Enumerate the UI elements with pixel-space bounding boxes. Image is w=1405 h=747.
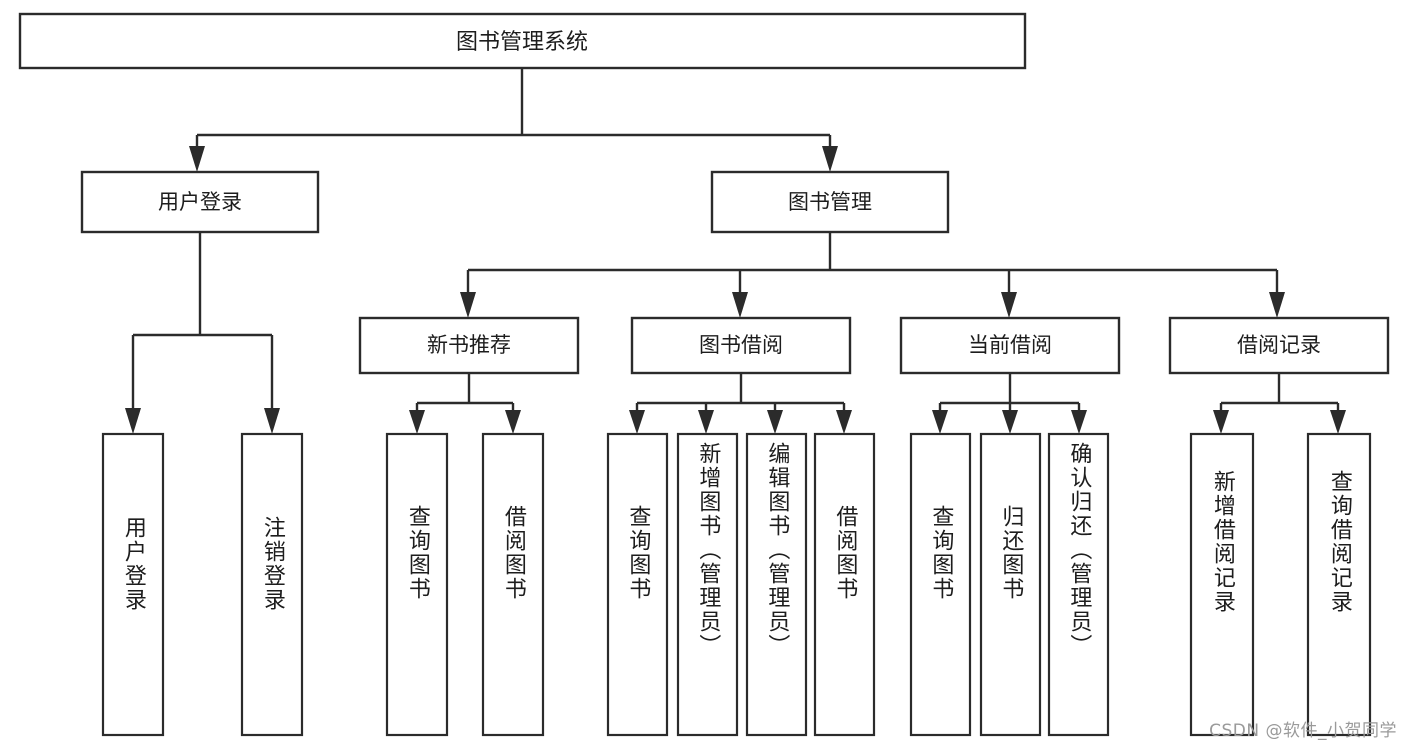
leaf-box-borrow-borrow[interactable]	[813, 432, 876, 737]
arrow-newbook-leaf-1	[409, 410, 425, 434]
leaf-box-borrow-query[interactable]	[606, 432, 669, 737]
arrow-bookborrow-leaf-1	[629, 410, 645, 434]
arrow-book-to-record	[1269, 292, 1285, 318]
arrow-borrowrecord-leaf-1	[1213, 410, 1229, 434]
leaf-box-current-return[interactable]	[979, 432, 1042, 737]
arrow-borrowrecord-leaf-2	[1330, 410, 1346, 434]
node-root-label: 图书管理系统	[456, 30, 588, 55]
node-root-box[interactable]	[18, 12, 1027, 70]
arrow-currentborrow-leaf-2	[1002, 410, 1018, 434]
leaf-box-user-logout[interactable]	[240, 432, 304, 737]
node-book-manage-box[interactable]	[710, 170, 950, 234]
node-book-manage-label: 图书管理	[788, 190, 872, 214]
arrow-root-to-book	[822, 146, 838, 172]
arrow-currentborrow-leaf-3	[1071, 410, 1087, 434]
arrow-user-leaf-2	[264, 408, 280, 434]
leaf-box-record-query[interactable]	[1306, 432, 1372, 737]
arrow-bookborrow-leaf-2	[698, 410, 714, 434]
arrow-book-to-current	[1001, 292, 1017, 318]
arrow-bookborrow-leaf-4	[836, 410, 852, 434]
leaf-box-newbook-borrow[interactable]	[481, 432, 545, 737]
arrow-root-to-user	[189, 146, 205, 172]
arrow-user-leaf-1	[125, 408, 141, 434]
leaf-box-newbook-query[interactable]	[385, 432, 449, 737]
node-book-borrow-label: 图书借阅	[699, 333, 783, 357]
arrow-book-to-borrow	[732, 292, 748, 318]
arrow-bookborrow-leaf-3	[767, 410, 783, 434]
watermark-text: CSDN @软件_小贺同学	[1209, 721, 1397, 741]
node-new-book-label: 新书推荐	[427, 333, 511, 357]
leaf-box-borrow-add[interactable]	[676, 432, 739, 737]
leaf-box-current-query[interactable]	[909, 432, 972, 737]
node-current-borrow-label: 当前借阅	[968, 333, 1052, 357]
arrow-newbook-leaf-2	[505, 410, 521, 434]
arrow-book-to-newbook	[460, 292, 476, 318]
leaf-box-borrow-edit[interactable]	[745, 432, 808, 737]
node-book-borrow-box[interactable]	[630, 316, 852, 375]
leaf-box-user-login[interactable]	[101, 432, 165, 737]
node-new-book-box[interactable]	[358, 316, 580, 375]
node-borrow-record-label: 借阅记录	[1237, 333, 1321, 357]
node-current-borrow-box[interactable]	[899, 316, 1121, 375]
node-user-login-label: 用户登录	[158, 190, 242, 214]
arrow-currentborrow-leaf-1	[932, 410, 948, 434]
leaf-box-record-add[interactable]	[1189, 432, 1255, 737]
node-borrow-record-box[interactable]	[1168, 316, 1390, 375]
leaf-box-current-confirm[interactable]	[1047, 432, 1110, 737]
